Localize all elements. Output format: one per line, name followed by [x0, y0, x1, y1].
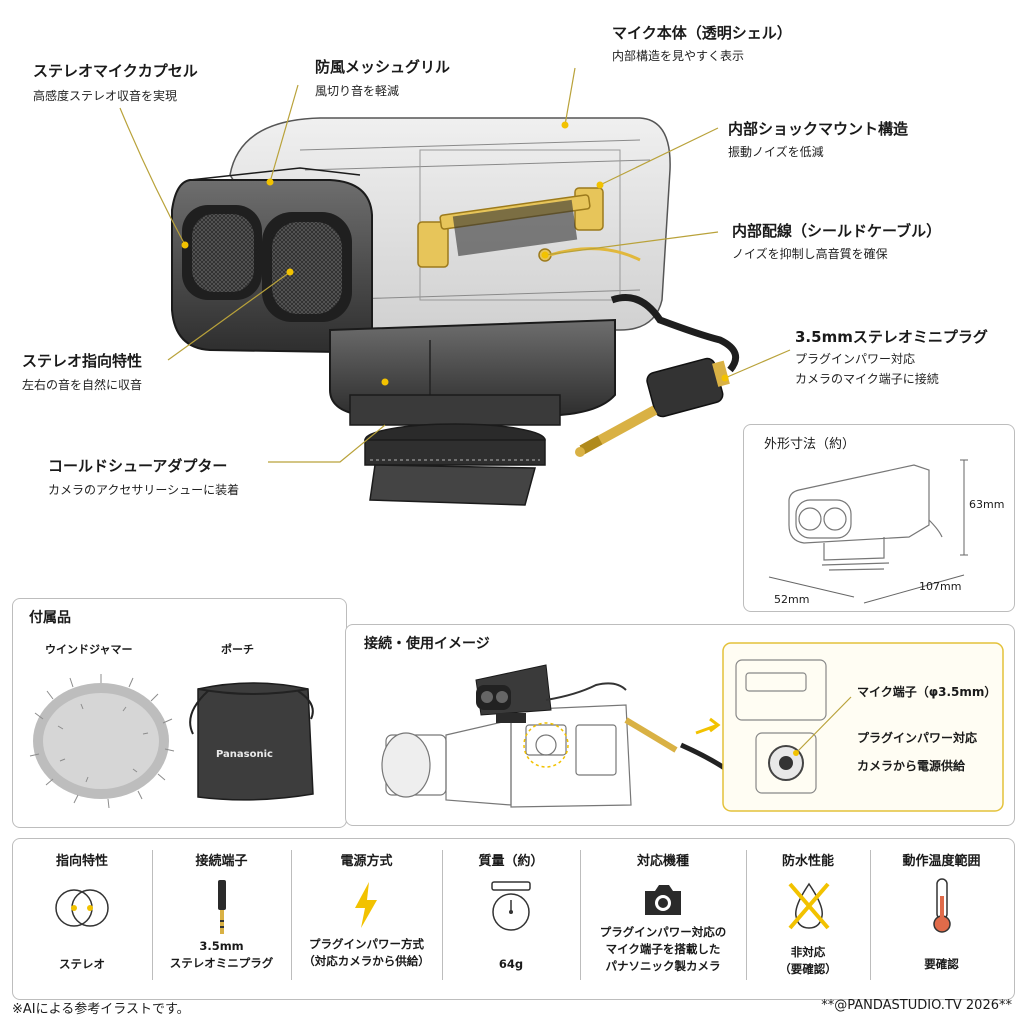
callout-body-sub: 内部構造を見やすく表示 — [612, 49, 745, 63]
mesh-grille-left — [192, 214, 254, 292]
camera-sketch — [381, 704, 632, 808]
callout-shoe-title: コールドシューアダプター — [48, 457, 228, 475]
no-water-icon — [788, 882, 830, 930]
connection-port: マイク端子（φ3.5mm） — [857, 685, 997, 699]
spec-title: 接続端子 — [195, 854, 248, 869]
spec-value-line: 64g — [498, 957, 524, 971]
spec-value-line: パナソニック製カメラ — [605, 959, 721, 973]
accessories-illustration — [29, 674, 314, 809]
mounted-mic — [475, 664, 552, 723]
spec-title: 電源方式 — [340, 854, 393, 869]
spec-value-line: （要確認） — [779, 962, 837, 976]
camera-icon — [645, 885, 681, 915]
callout-dots — [181, 121, 729, 386]
lightning-icon — [355, 882, 377, 928]
pouch-brand: Panasonic — [216, 749, 273, 760]
callout-plug-sub2: カメラのマイク端子に接続 — [795, 372, 939, 386]
spec-title: 防水性能 — [781, 854, 834, 869]
connection-title: 接続・使用イメージ — [364, 636, 490, 652]
spec-temperature: 動作温度範囲 要確認 — [870, 838, 1013, 998]
spec-value-line: プラグインパワー方式 — [309, 937, 424, 951]
zoom-camera — [735, 659, 827, 794]
callout-wiring-sub: ノイズを抑制し高音質を確保 — [732, 247, 888, 261]
spec-value-line: （対応カメラから供給） — [303, 954, 430, 968]
windjammer-icon — [29, 674, 175, 809]
spec-value-line: ステレオミニプラグ — [169, 956, 274, 970]
spec-value-line: ステレオ — [59, 957, 105, 971]
microphone-illustration — [119, 67, 791, 506]
spec-directivity: 指向特性 ステレオ — [12, 838, 152, 998]
dimensions-title: 外形寸法（約） — [764, 437, 856, 452]
cable-sketch — [545, 682, 627, 701]
callout-lines — [119, 67, 791, 463]
mini-plug — [575, 357, 730, 457]
thermometer-icon — [933, 878, 951, 933]
callout-directivity-title: ステレオ指向特性 — [22, 352, 143, 370]
accessories-panel: 付属品 ウインドジャマー ポーチ Panasonic — [12, 598, 347, 828]
pouch-icon — [189, 682, 314, 801]
spec-value-line: プラグインパワー対応の — [599, 925, 727, 939]
dimensions-sketch — [768, 459, 968, 604]
accessories-title: 付属品 — [29, 610, 71, 626]
callout-body-title: マイク本体（透明シェル） — [612, 24, 792, 42]
dimension-depth: 52mm — [774, 593, 810, 606]
windjammer-label: ウインドジャマー — [45, 643, 133, 656]
callout-directivity-sub: 左右の音を自然に収音 — [22, 378, 143, 392]
cold-shoe — [349, 394, 561, 506]
spec-value-line: マイク端子を搭載した — [605, 942, 721, 956]
connection-plugin: プラグインパワー対応 — [857, 731, 978, 745]
callout-shock-sub: 振動ノイズを低減 — [728, 145, 824, 159]
spec-value-line: 要確認 — [924, 957, 959, 971]
spec-table — [12, 838, 1015, 1000]
dimension-height: 63mm — [969, 498, 1005, 511]
dimension-width: 107mm — [919, 580, 962, 593]
cable — [610, 294, 740, 373]
connection-illustration — [381, 642, 1004, 812]
mini-plug-icon — [218, 880, 226, 934]
callout-windmesh-sub: 風切り音を軽減 — [315, 84, 400, 98]
mesh-grille-right — [272, 222, 342, 314]
spec-value-line: 3.5mm — [199, 939, 244, 953]
callout-shock-title: 内部ショックマウント構造 — [728, 120, 909, 138]
spec-connector: 接続端子 3.5mm ステレオミニプラグ — [152, 838, 291, 998]
zoom-box — [722, 642, 1004, 812]
spec-weight: 質量（約） 64g — [442, 838, 580, 998]
callout-windmesh-title: 防風メッシュグリル — [315, 58, 451, 76]
scale-icon — [491, 881, 531, 931]
stereo-pattern-icon — [55, 889, 109, 927]
callout-plug-sub1: プラグインパワー対応 — [795, 352, 916, 366]
spec-title: 質量（約） — [478, 854, 544, 869]
spec-title: 動作温度範囲 — [902, 854, 981, 869]
spec-waterproof: 防水性能 非対応 （要確認） — [746, 838, 870, 998]
footer-note: ※AIによる参考イラストです。 — [12, 1002, 190, 1017]
callout-plug-title: 3.5mmステレオミニプラグ — [795, 328, 988, 346]
callout-capsule-sub: 高感度ステレオ収音を実現 — [33, 89, 178, 103]
callout-capsule-title: ステレオマイクカプセル — [33, 62, 198, 80]
dimensions-panel: 外形寸法（約） 63mm 107mm 52mm — [743, 424, 1015, 612]
spec-value-line: 非対応 — [790, 945, 826, 959]
spec-title: 対応機種 — [636, 854, 689, 869]
connection-panel: 接続・使用イメージ — [345, 624, 1015, 826]
spec-compatible: 対応機種 プラグインパワー対応の マイク端子を搭載した パナソニック製カメラ — [580, 838, 746, 998]
callout-shoe-sub: カメラのアクセサリーシューに装着 — [48, 483, 240, 497]
callout-wiring-title: 内部配線（シールドケーブル） — [732, 222, 942, 240]
internal-wire — [549, 247, 641, 262]
pouch-label: ポーチ — [221, 643, 254, 656]
connection-power: カメラから電源供給 — [857, 759, 966, 773]
footer-credit: **@PANDASTUDIO.TV 2026** — [821, 998, 1012, 1013]
spec-power: 電源方式 プラグインパワー方式 （対応カメラから供給） — [291, 838, 442, 998]
spec-title: 指向特性 — [55, 854, 108, 869]
